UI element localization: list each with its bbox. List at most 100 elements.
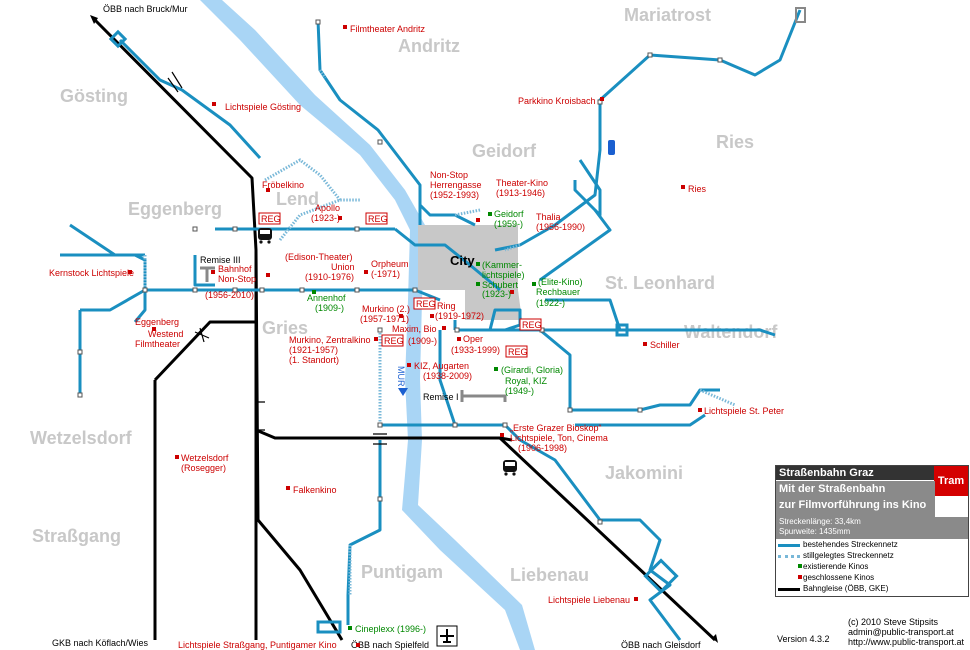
tram-marker-blue: [608, 140, 615, 155]
river-label: MUR: [396, 366, 406, 387]
cinema-rechbauer-years: (1922-): [536, 298, 565, 308]
loop-puntigam: [316, 620, 342, 634]
legend-rail-label: Bahngleise (ÖBB, GKE): [803, 584, 889, 593]
cinema-kernstock: Kernstock Lichtspiele: [49, 268, 134, 278]
legend-existing-cinemas-label: existierende Kinos: [803, 562, 869, 571]
remise-3-label: Remise III: [200, 255, 241, 265]
city-area-lower: [465, 290, 522, 320]
cinema-bioskop-years: (1906-1998): [518, 443, 567, 453]
cinema-strassgang: Lichtspiele Straßgang, Puntigamer Kino: [178, 640, 337, 650]
svg-text:REG: REG: [416, 299, 436, 309]
district-geidorf: Geidorf: [472, 141, 537, 161]
cinema-geidorf-years: (1959-): [494, 219, 523, 229]
legend-title: Straßenbahn Graz: [776, 466, 935, 480]
district-gries: Gries: [262, 318, 308, 338]
crossing-mark-3: [258, 401, 265, 431]
cinema-girardi: (Girardi, Gloria): [501, 365, 563, 375]
tram-vehicle-icon: [258, 228, 272, 244]
cinema-lichtspiele-goesting: Lichtspiele Gösting: [225, 102, 301, 112]
cinema-kiz-augarten-years: (1938-2009): [423, 371, 472, 381]
district-wetzelsdorf: Wetzelsdorf: [30, 428, 133, 448]
cinema-murkino-zentralkino-note: (1. Standort): [289, 355, 339, 365]
cinema-ries: Ries: [688, 184, 707, 194]
cinema-geidorf: Geidorf: [494, 209, 524, 219]
cinema-wetzelsdorf: Wetzelsdorf: [181, 453, 229, 463]
legend-stats: Streckenlänge: 33,4km Spurweite: 1435mm: [776, 517, 968, 539]
tram-vehicle-icon: [503, 460, 517, 476]
cinema-edison: (Edison-Theater): [285, 252, 353, 262]
svg-text:REG: REG: [508, 347, 528, 357]
cinema-parkkino: Parkkino Kroisbach: [518, 96, 596, 106]
legend-subtitle-line1: Mit der Straßenbahn: [779, 483, 886, 495]
railway-lines: [93, 18, 717, 642]
river-flow-arrow: [398, 388, 408, 396]
cinema-westend-filmtheater: Filmtheater: [135, 339, 180, 349]
cinema-cineplexx: Cineplexx (1996-): [355, 624, 426, 634]
reg-badge: REG: [505, 345, 528, 358]
cinema-bahnhof-years: (1956-2010): [205, 290, 254, 300]
district-puntigam: Puntigam: [361, 562, 443, 582]
district-goesting: Gösting: [60, 86, 128, 106]
district-ries: Ries: [716, 132, 754, 152]
cinema-rechbauer: Rechbauer: [536, 287, 580, 297]
district-jakomini: Jakomini: [605, 463, 683, 483]
credit-email: admin@public-transport.at: [848, 627, 954, 637]
rail-label-koeflach: GKB nach Köflach/Wies: [52, 638, 149, 648]
cinema-royal-kiz: Royal, KIZ: [505, 376, 548, 386]
cinema-theaterkino: Theater-Kino: [496, 178, 548, 188]
cinema-liebenau: Lichtspiele Liebenau: [548, 595, 630, 605]
legend-swatch-closed-cinema: [798, 575, 802, 579]
cinema-st-peter: Lichtspiele St. Peter: [704, 406, 784, 416]
cinema-maxim: Maxim, Bio: [392, 324, 437, 334]
reg-badge: REG: [381, 334, 404, 347]
cinema-union: Union: [331, 262, 355, 272]
cinema-kammerlichtspiele: lichtspiele): [482, 270, 525, 280]
cinema-murkino-2-years: (1957-1971): [360, 314, 409, 324]
cinema-eggenberg: Eggenberg: [135, 317, 179, 327]
rail-label-gleisdorf: ÖBB nach Gleisdorf: [621, 640, 701, 650]
credit-website: http://www.public-transport.at: [848, 637, 965, 647]
legend-subtitle: Mit der Straßenbahn zur Filmvorführung i…: [776, 481, 935, 517]
cinema-apollo-years: (1923-): [311, 213, 340, 223]
cinema-schiller: Schiller: [650, 340, 680, 350]
cinema-annenhof: Annenhof: [307, 293, 346, 303]
cinema-elite: (Elite-Kino): [538, 277, 583, 287]
loop-northwest: [108, 29, 128, 49]
cinema-ring-years: (1919-1972): [435, 311, 484, 321]
legend-swatch-disused: [778, 555, 800, 558]
svg-text:REG: REG: [384, 336, 404, 346]
cinema-filmtheater-andritz: Filmtheater Andritz: [350, 24, 426, 34]
loop-mariatrost: [795, 7, 806, 23]
cinema-bahnhof-nonstop: Non-Stop: [218, 274, 256, 284]
legend-closed-cinemas-label: geschlossene Kinos: [803, 573, 875, 582]
cinema-herrengasse-years: (1952-1993): [430, 190, 479, 200]
cinema-thalia-years: (1956-1990): [536, 222, 585, 232]
credit-copyright: (c) 2010 Steve Stipsits: [848, 617, 939, 627]
tram-network-disused: [143, 69, 736, 595]
cinema-froebelkino: Fröbelkino: [262, 180, 304, 190]
district-strassgang: Straßgang: [32, 526, 121, 546]
remise-1-label: Remise I: [423, 392, 459, 402]
cinema-ring: Ring: [437, 301, 456, 311]
cinema-murkino-zentralkino: Murkino, Zentralkino: [289, 335, 371, 345]
cinema-murkino-2: Murkino (2.): [362, 304, 410, 314]
cinema-orpheum: Orpheum: [371, 259, 409, 269]
mur-river: [200, 0, 535, 650]
rail-label-bruck: ÖBB nach Bruck/Mur: [103, 4, 188, 14]
legend-existing-label: bestehendes Streckennetz: [803, 540, 898, 549]
district-lend: Lend: [276, 189, 319, 209]
legend-length: Streckenlänge: 33,4km: [779, 517, 861, 526]
cinema-bioskop: „Erste Grazer Bioskop“: [510, 423, 602, 433]
cinema-markers-open: [312, 212, 536, 630]
cinema-thalia: Thalia: [536, 212, 561, 222]
legend-swatch-existing-cinema: [798, 564, 802, 568]
cinema-nonstop: Non-Stop: [430, 170, 468, 180]
district-andritz: Andritz: [398, 36, 460, 56]
district-liebenau: Liebenau: [510, 565, 589, 585]
cinema-bahnhof: Bahnhof: [218, 264, 252, 274]
legend-subtitle-line2: zur Filmvorführung ins Kino: [779, 499, 927, 511]
cinema-bioskop-names: Lichtspiele, Ton, Cinema: [510, 433, 608, 443]
rail-label-spielfeld: ÖBB nach Spielfeld: [351, 640, 429, 650]
reg-badge: REG: [365, 212, 388, 225]
